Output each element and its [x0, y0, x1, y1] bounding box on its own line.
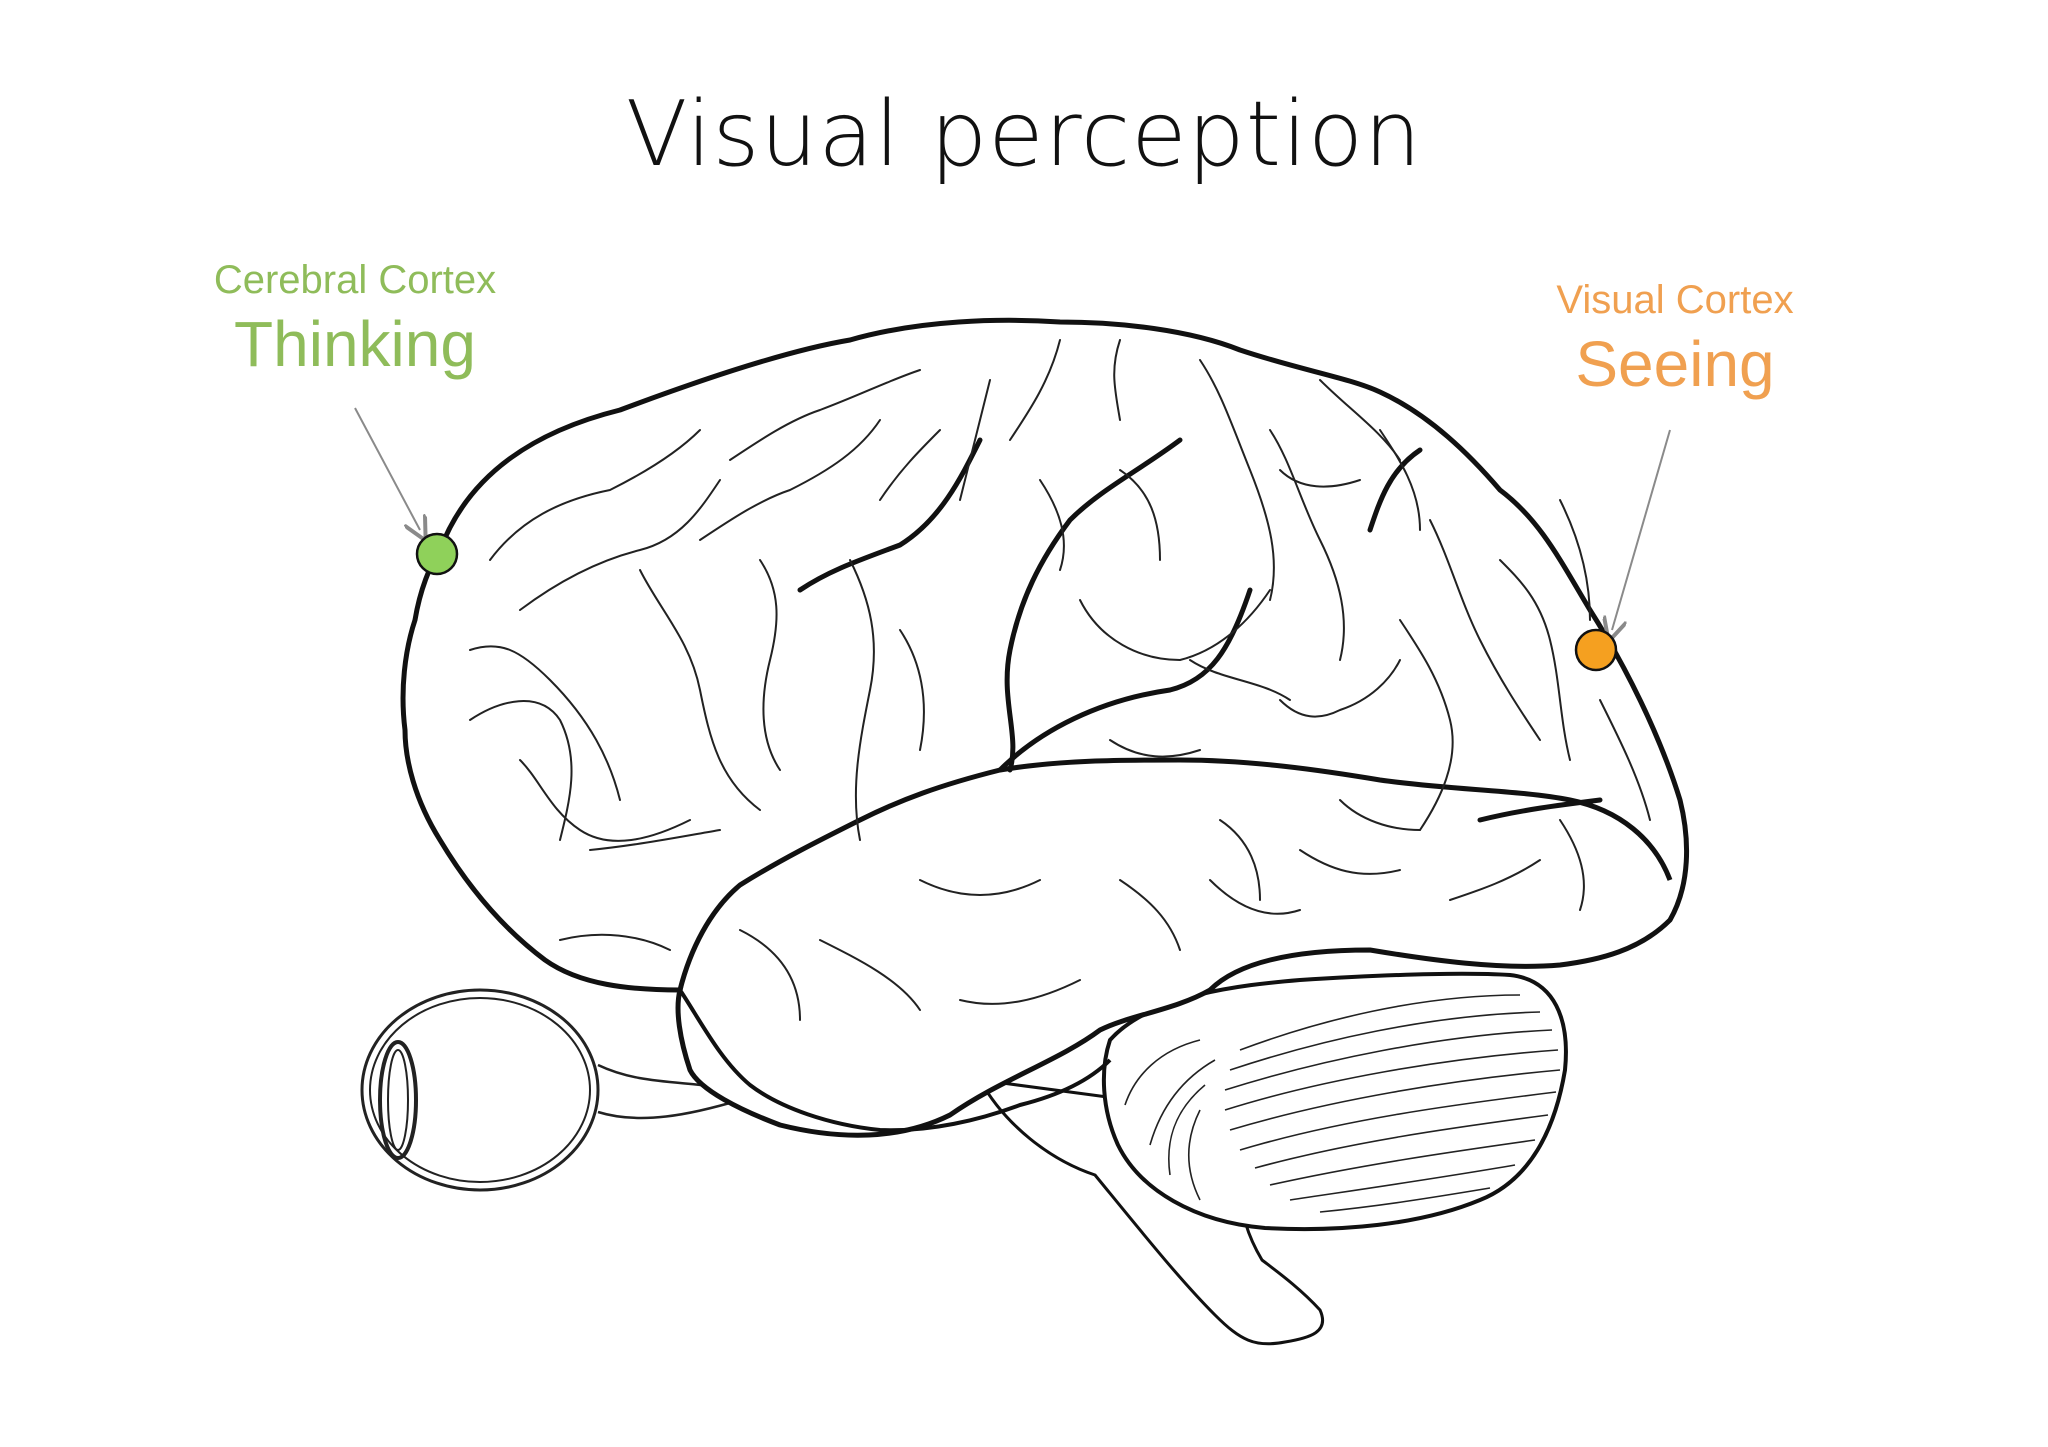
visual-cortex-region: Visual Cortex [1556, 278, 1794, 322]
eye-illustration [360, 988, 600, 1192]
visual-cortex-label: Visual Cortex Seeing [1490, 278, 1860, 401]
cerebral-cortex-label: Cerebral Cortex Thinking [160, 258, 550, 381]
visual-cortex-function: Seeing [1575, 328, 1775, 400]
cerebral-cortex-region: Cerebral Cortex [213, 258, 497, 302]
visual-cortex-marker [1574, 628, 1618, 672]
cerebral-cortex-marker [415, 532, 459, 576]
pointer-arrows [354, 407, 1671, 630]
cerebrum [400, 317, 1690, 1138]
diagram-title: Visual perception [625, 82, 1423, 187]
cerebellum [1101, 971, 1568, 1232]
cerebral-cortex-function: Thinking [234, 308, 476, 380]
